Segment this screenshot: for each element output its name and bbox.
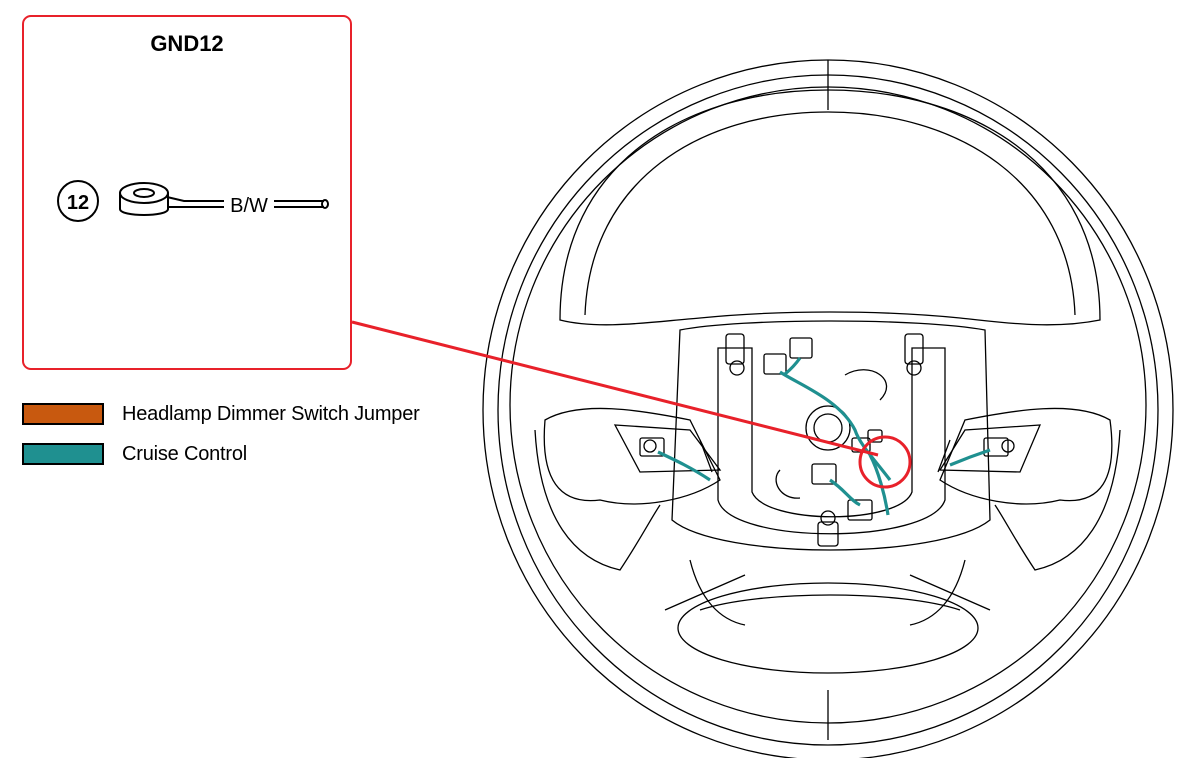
callout-title: GND12 — [150, 31, 224, 56]
wire-code-label: B/W — [230, 195, 268, 217]
legend-label: Headlamp Dimmer Switch Jumper — [122, 402, 420, 425]
connector-right — [983, 437, 1009, 457]
ring-terminal-icon — [119, 182, 329, 216]
connector-mid — [811, 463, 837, 485]
wheel-hub-frame — [717, 347, 946, 535]
ground-callout-box: GND12 12 B/W — [22, 15, 352, 370]
connector-low — [847, 499, 873, 521]
left-spoke — [543, 407, 721, 505]
connector-left — [639, 437, 665, 457]
ground-number-circle — [57, 180, 99, 222]
ground-terminal-illustration: 12 B/W — [57, 180, 329, 222]
connector-top-2 — [763, 353, 787, 375]
connector-top-1 — [789, 337, 813, 359]
center-boss — [805, 405, 851, 451]
wheel-upper-opening — [559, 89, 1101, 326]
ground-location-circle — [858, 435, 912, 489]
legend-swatch — [22, 443, 104, 465]
wire-legend: Headlamp Dimmer Switch Jumper Cruise Con… — [22, 400, 420, 480]
cruise-wire-right — [949, 448, 991, 467]
wheel-hub-outer — [671, 320, 991, 551]
legend-label: Cruise Control — [122, 442, 248, 465]
leader-line — [351, 320, 879, 457]
ground-number-label: 12 — [67, 192, 89, 214]
legend-item-headlamp-dimmer: Headlamp Dimmer Switch Jumper — [22, 400, 420, 428]
legend-swatch — [22, 403, 104, 425]
right-spoke — [939, 407, 1113, 505]
wheel-rim-inner — [497, 74, 1159, 746]
legend-item-cruise-control: Cruise Control — [22, 440, 420, 468]
cruise-wire-left — [657, 450, 711, 482]
bottom-pad — [677, 582, 979, 674]
cruise-wire-lower — [829, 478, 861, 507]
cruise-wire-upper — [779, 370, 892, 481]
